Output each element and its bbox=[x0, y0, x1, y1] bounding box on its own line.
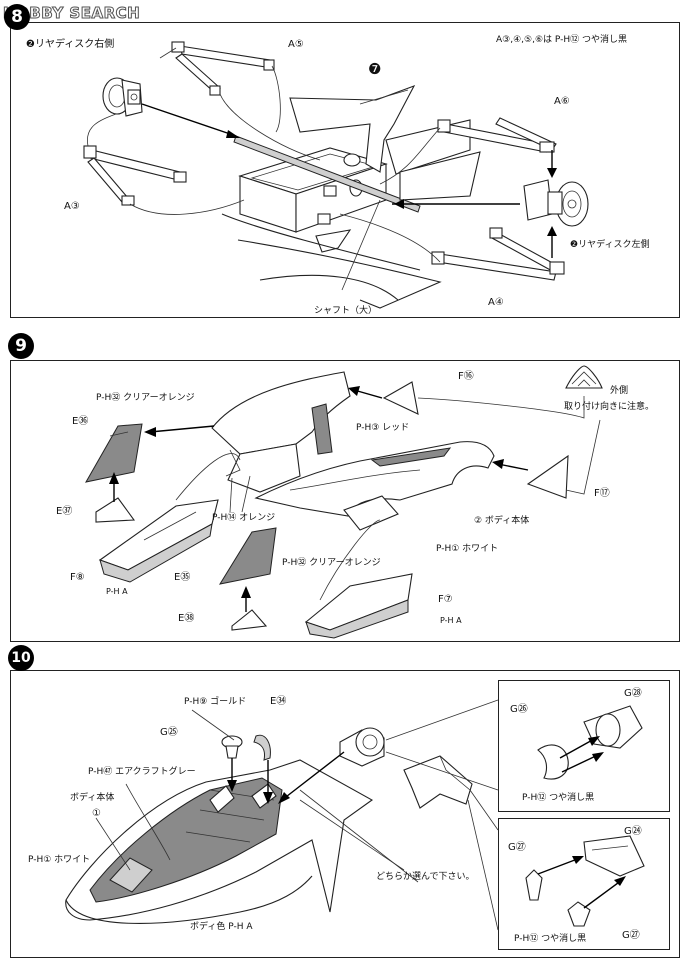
inset-option-1 bbox=[498, 680, 670, 812]
label-rear-disc-left: ❷リヤディスク左側 bbox=[570, 240, 650, 250]
label-a6: A⑥ bbox=[554, 96, 570, 107]
a6-suspension-arm bbox=[437, 117, 557, 153]
step-8-arrows bbox=[86, 47, 557, 291]
label-g25: G㉕ bbox=[160, 727, 178, 738]
label-rear-disc-right: ❷リヤディスク右側 bbox=[26, 39, 115, 50]
step9-body-upper bbox=[211, 371, 351, 493]
f17-fin-part bbox=[526, 454, 569, 499]
label-e36: E㊱ bbox=[72, 416, 89, 427]
a4-suspension-arm bbox=[431, 227, 565, 281]
e36-canopy-part bbox=[85, 423, 143, 483]
step-10-number: 10 bbox=[8, 645, 34, 671]
label-ph-a-1: P-H A bbox=[106, 587, 128, 596]
label-a4: A④ bbox=[488, 297, 504, 308]
step10-main-body bbox=[65, 759, 374, 924]
label-red: P-H③ レッド bbox=[356, 423, 410, 433]
label-inset2-g24: G㉔ bbox=[624, 826, 642, 837]
label-a3: A③ bbox=[64, 201, 80, 212]
label-e38: E㊳ bbox=[178, 613, 195, 624]
label-choose-note: どちらか選んで下さい。 bbox=[376, 872, 475, 882]
label-aircraft-gray: P-H㊼ エアクラフトグレー bbox=[88, 767, 196, 777]
label-clear-orange-1: P-H㉜ クリアーオレンジ bbox=[96, 393, 195, 403]
hobby-search-watermark: HOBBY SEARCH bbox=[2, 4, 141, 23]
label-inset2-g27b: G㉗ bbox=[622, 930, 640, 941]
step-9-arrows bbox=[109, 386, 601, 612]
label-body-main: ボディ本体 bbox=[70, 793, 115, 803]
label-white: P-H① ホワイト bbox=[436, 544, 499, 554]
label-part-7: ❼ bbox=[368, 60, 382, 78]
a5-suspension-arm bbox=[171, 41, 275, 96]
label-f7: F⑦ bbox=[438, 594, 453, 605]
lower-body-outline bbox=[221, 213, 442, 309]
label-shaft: シャフト（大） bbox=[314, 306, 378, 316]
step9-body-main bbox=[225, 441, 495, 531]
label-clear-orange-2: P-H㉜ クリアーオレンジ bbox=[282, 558, 381, 568]
step-8-number: 8 bbox=[4, 4, 30, 30]
f7-nose-piece bbox=[304, 573, 413, 639]
label-inset2-black: P-H⑫ つや消し黒 bbox=[514, 934, 587, 944]
label-e37: E㊲ bbox=[56, 506, 73, 517]
label-inset1-g26: G㉖ bbox=[510, 704, 528, 715]
label-orientation-note: 取り付け向きに注意。 bbox=[564, 402, 655, 412]
outside-orientation-icon bbox=[565, 365, 603, 389]
label-e34: E㉞ bbox=[270, 696, 287, 707]
label-inset2-g27a: G㉗ bbox=[508, 842, 526, 853]
e35-canopy-part bbox=[218, 527, 277, 585]
rear-bracket-component bbox=[403, 755, 473, 809]
label-white-step10: P-H① ホワイト bbox=[28, 855, 91, 865]
label-outside: 外側 bbox=[610, 386, 629, 396]
rear-disc-left-part bbox=[523, 179, 589, 227]
f8-nose-piece bbox=[98, 499, 219, 583]
label-body-num: ① bbox=[92, 808, 101, 819]
label-inset1-black: P-H⑫ つや消し黒 bbox=[522, 793, 595, 803]
rear-disc-right-part bbox=[102, 77, 143, 117]
label-e35: E㉟ bbox=[174, 572, 191, 583]
e38-stand-part bbox=[231, 609, 268, 631]
label-body-color: ボディ色 P-H A bbox=[190, 922, 253, 932]
e34-part bbox=[253, 734, 271, 761]
label-body: ② ボディ本体 bbox=[474, 516, 530, 526]
a3-suspension-arm bbox=[83, 145, 187, 206]
step-9-number: 9 bbox=[8, 333, 34, 359]
e37-stand-part bbox=[95, 497, 136, 523]
label-f17: F⑰ bbox=[594, 488, 610, 499]
rear-disc-component bbox=[339, 727, 385, 767]
label-inset1-g28: G㉘ bbox=[624, 688, 642, 699]
inset1-parts bbox=[537, 705, 643, 780]
g25-gold-part bbox=[221, 735, 243, 759]
inset2-parts bbox=[525, 835, 645, 927]
shaft-large bbox=[233, 135, 421, 213]
label-paint-note-step8: A③,④,⑤,⑥は P-H⑫ つや消し黒 bbox=[496, 35, 627, 45]
label-a5: A⑤ bbox=[288, 39, 304, 50]
label-f16: F⑯ bbox=[458, 371, 474, 382]
label-ph-a-2: P-H A bbox=[440, 616, 462, 625]
label-gold: P-H⑨ ゴールド bbox=[184, 697, 247, 707]
f16-fin-part bbox=[382, 381, 419, 415]
step-10-arrows bbox=[95, 699, 499, 931]
label-orange: P-H⑭ オレンジ bbox=[212, 513, 276, 523]
label-f8: F⑧ bbox=[70, 572, 85, 583]
